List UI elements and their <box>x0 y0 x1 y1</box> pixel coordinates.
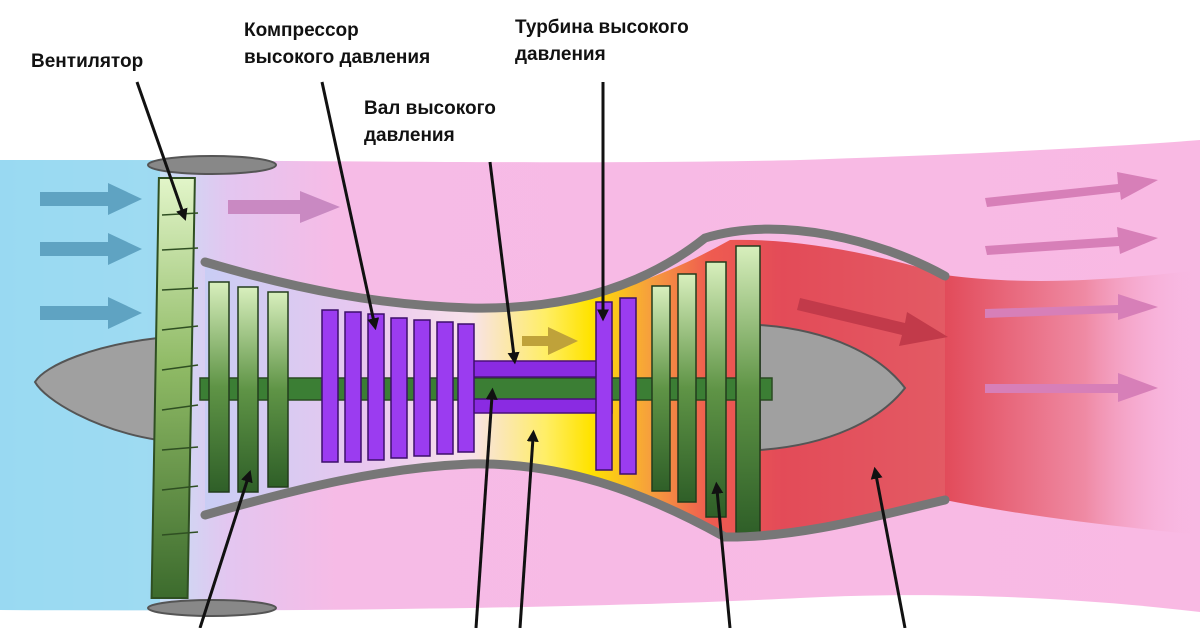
exhaust-cone <box>759 323 907 452</box>
lower-leader-line-4 <box>711 481 732 628</box>
low-pressure-turbine <box>651 245 761 534</box>
hp-turbine-label-line1: Турбина высокого <box>515 17 689 38</box>
hp-shaft-leader-line <box>488 161 520 365</box>
flow-arrow-icon <box>797 298 948 346</box>
flow-arrow-icon <box>985 172 1158 402</box>
hp-compressor-label-line2: высокого давления <box>244 47 431 68</box>
core-casing-upper <box>200 224 950 313</box>
lower-leader-line-1 <box>198 469 253 628</box>
core-casing-lower <box>200 459 950 542</box>
hp-shaft-label-line1: Вал высокого <box>364 98 496 119</box>
fan-leader-line <box>135 81 188 221</box>
flow-arrows <box>40 172 1158 402</box>
high-pressure-shaft-lower <box>459 398 613 414</box>
hp-compressor-label-line1: Компрессор <box>244 20 359 41</box>
hp-shaft-label-line2: давления <box>364 125 455 146</box>
high-pressure-compressor <box>321 309 475 463</box>
leader-lines <box>135 81 907 628</box>
high-pressure-turbine <box>595 297 637 475</box>
nacelle-upper <box>147 155 277 175</box>
lower-leader-line-3 <box>518 429 539 628</box>
engine <box>33 155 950 617</box>
high-pressure-shaft <box>459 360 613 378</box>
exhaust-jet-region <box>945 270 1200 535</box>
inlet-spinner <box>33 336 159 442</box>
hp-turbine-label-line2: давления <box>515 44 606 65</box>
flow-arrow-icon <box>522 327 578 355</box>
flow-arrow-icon <box>228 191 340 223</box>
lower-leader-line-5 <box>870 466 907 628</box>
fan-label: Вентилятор <box>31 51 144 72</box>
nacelle-lower <box>147 599 277 617</box>
fan-blades <box>150 177 196 599</box>
low-pressure-compressor <box>208 281 289 493</box>
hp-compressor-leader-line <box>320 81 380 331</box>
lower-leader-line-2 <box>474 387 498 628</box>
flow-arrow-icon <box>40 183 142 329</box>
